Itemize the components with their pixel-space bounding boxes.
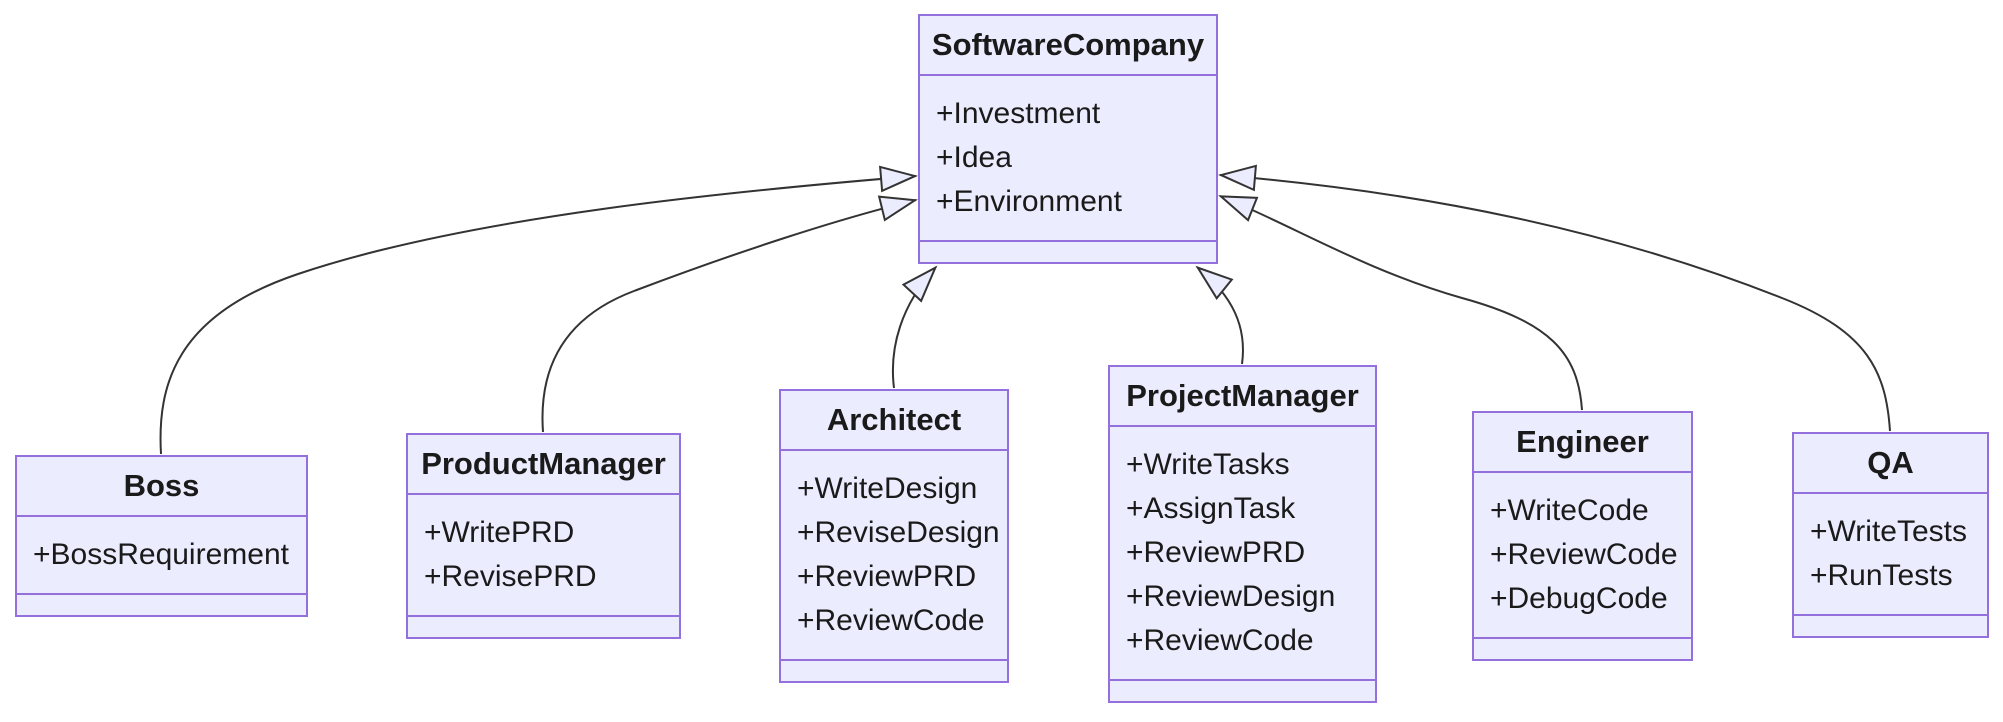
class-methods-empty [920, 240, 1216, 262]
class-methods-empty [1794, 614, 1987, 636]
inheritance-edge-engineer-to-softwarecompany [1218, 195, 1583, 411]
class-box-qa: QA +WriteTests +RunTests [1792, 432, 1989, 638]
class-attribute: +RunTests [1810, 559, 1953, 592]
class-attributes: +WritePRD +RevisePRD [408, 495, 679, 615]
class-name: ProductManager [408, 435, 679, 495]
class-attribute: +Idea [936, 141, 1012, 174]
class-name: Architect [781, 391, 1007, 451]
class-attributes: +WriteTests +RunTests [1794, 494, 1987, 614]
class-methods-empty [1110, 679, 1375, 701]
class-attribute: +ReviseDesign [797, 516, 1000, 549]
inheritance-edge-projectmanager-to-softwarecompany [1195, 265, 1244, 365]
class-attribute: +WriteCode [1490, 494, 1649, 527]
class-name: SoftwareCompany [920, 16, 1216, 76]
class-methods-empty [1474, 637, 1691, 659]
inheritance-edge-boss-to-softwarecompany [159, 165, 918, 455]
class-attribute: +BossRequirement [33, 538, 289, 571]
class-attribute: +ReviewCode [1126, 624, 1314, 657]
class-attribute: +ReviewCode [797, 604, 985, 637]
class-box-boss: Boss +BossRequirement [15, 455, 308, 617]
class-attributes: +BossRequirement [17, 517, 306, 593]
inheritance-edge-qa-to-softwarecompany [1218, 164, 1891, 432]
class-attribute: +DebugCode [1490, 582, 1668, 615]
class-attribute: +AssignTask [1126, 492, 1296, 525]
class-attribute: +ReviewPRD [797, 560, 977, 593]
class-attributes: +WriteTasks +AssignTask +ReviewPRD +ReviewD… [1110, 427, 1375, 679]
class-attribute: +Investment [936, 97, 1101, 130]
class-attribute: +ReviewDesign [1126, 580, 1336, 613]
class-attribute: +RevisePRD [424, 560, 597, 593]
class-box-softwarecompany: SoftwareCompany +Investment +Idea +Environ… [918, 14, 1218, 264]
class-attribute: +WriteTasks [1126, 448, 1290, 481]
class-box-engineer: Engineer +WriteCode +ReviewCode +DebugCode [1472, 411, 1693, 661]
class-name: ProjectManager [1110, 367, 1375, 427]
class-attributes: +WriteCode +ReviewCode +DebugCode [1474, 473, 1691, 637]
class-name: Engineer [1474, 413, 1691, 473]
inheritance-edge-productmanager-to-softwarecompany [541, 195, 918, 433]
class-attribute: +ReviewPRD [1126, 536, 1306, 569]
inheritance-edge-architect-to-softwarecompany [891, 265, 938, 389]
class-attribute: +WriteTests [1810, 515, 1967, 548]
class-box-productmanager: ProductManager +WritePRD +RevisePRD [406, 433, 681, 639]
class-methods-empty [17, 593, 306, 615]
class-attributes: +Investment +Idea +Environment [920, 76, 1216, 240]
class-attribute: +WritePRD [424, 516, 575, 549]
class-attribute: +WriteDesign [797, 472, 978, 505]
class-box-projectmanager: ProjectManager +WriteTasks +AssignTask +Re… [1108, 365, 1377, 703]
class-box-architect: Architect +WriteDesign +ReviseDesign +Revi… [779, 389, 1009, 683]
class-name: QA [1794, 434, 1987, 494]
class-methods-empty [408, 615, 679, 637]
class-methods-empty [781, 659, 1007, 681]
class-attributes: +WriteDesign +ReviseDesign +ReviewPRD +Revi… [781, 451, 1007, 659]
class-name: Boss [17, 457, 306, 517]
class-attribute: +ReviewCode [1490, 538, 1678, 571]
class-attribute: +Environment [936, 185, 1122, 218]
